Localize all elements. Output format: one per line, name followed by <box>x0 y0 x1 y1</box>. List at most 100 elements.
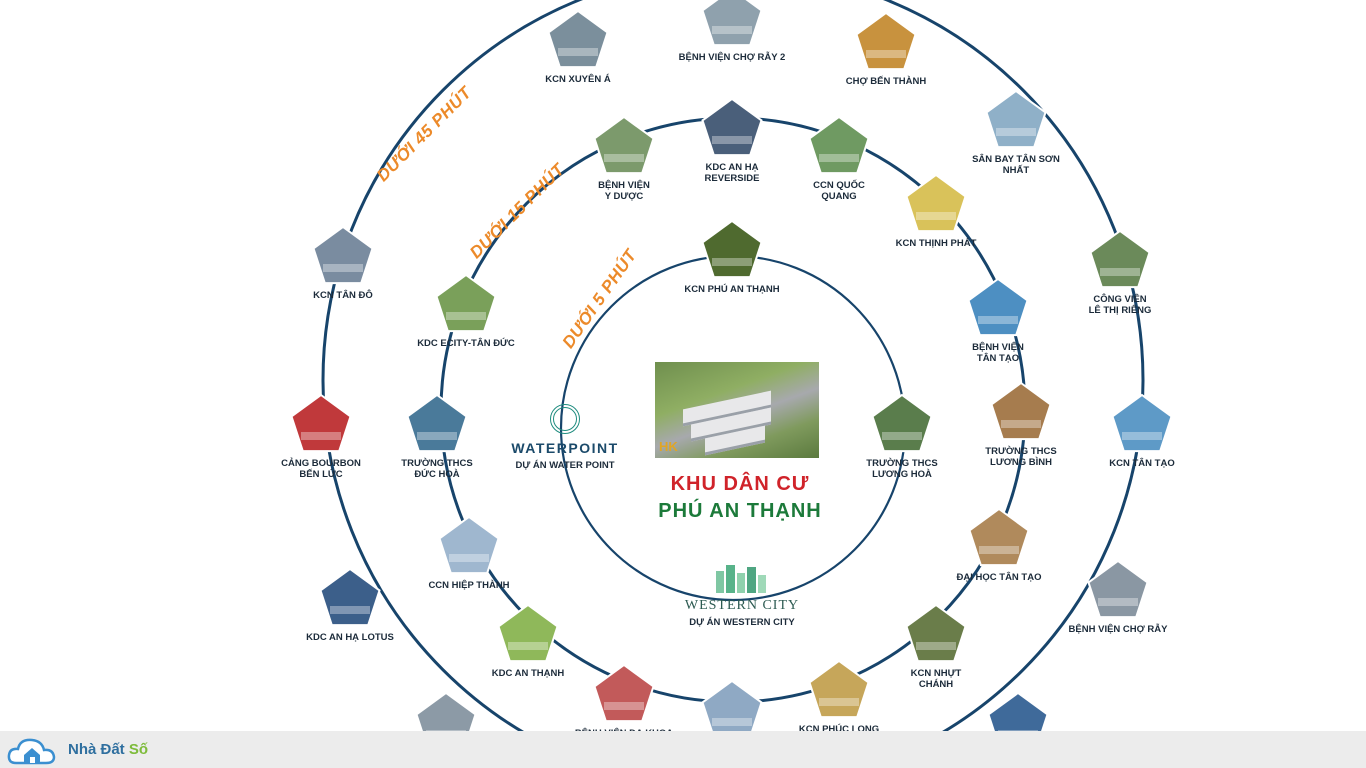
location-photo <box>1111 393 1173 453</box>
location-photo <box>808 115 870 175</box>
location-label: ĐẠI HỌC TÂN TẠO <box>957 571 1042 583</box>
outer-ring-label: DƯỚI 45 PHÚT <box>373 82 476 185</box>
location-node: KCN PHÚ AN THẠNH <box>684 219 780 295</box>
location-photo-detail <box>446 312 486 320</box>
location-label: KDC AN HẠ <box>706 162 759 173</box>
location-photo-detail <box>330 606 370 614</box>
location-photo <box>406 393 468 453</box>
footer-brand[interactable]: Nhà Đất Số <box>68 741 148 758</box>
project-title-line2: PHÚ AN THẠNH <box>658 500 822 522</box>
location-photo <box>438 515 500 575</box>
location-label: Y DƯỢC <box>605 191 644 202</box>
location-photo-detail <box>417 432 457 440</box>
location-label: TÂN TẠO <box>977 352 1019 364</box>
location-label: CCN QUỐC <box>813 179 865 191</box>
location-node: BỆNH VIỆN CHỢ RẪY 2 <box>679 0 786 63</box>
western-city-caption: DỰ ÁN WESTERN CITY <box>689 617 795 628</box>
footer-brand-accent: Số <box>128 741 149 758</box>
location-photo <box>968 507 1030 567</box>
location-label: BỆNH VIỆN CHỢ RẪY 2 <box>679 51 786 63</box>
location-label: CHỢ BẾN THÀNH <box>846 76 927 87</box>
project-title-line1: KHU DÂN CƯ <box>670 473 810 495</box>
location-photo-detail <box>301 432 341 440</box>
location-photo-detail <box>712 718 752 726</box>
location-node: KDC AN HẠ LOTUS <box>306 567 394 643</box>
footer-bar: Nhà Đất Số <box>0 731 1366 768</box>
house-cloud-logo-icon <box>7 738 56 765</box>
location-node: CHỢ BẾN THÀNH <box>846 11 927 87</box>
location-photo-detail <box>866 50 906 58</box>
location-photo-detail <box>604 154 644 162</box>
location-label: QUANG <box>821 191 856 202</box>
location-label: LƯƠNG HOÀ <box>872 469 932 480</box>
waterpoint-brand: WATERPOINT <box>511 440 619 456</box>
location-photo <box>985 89 1047 149</box>
location-label: LƯƠNG BÌNH <box>990 457 1052 468</box>
location-label: KCN NHỰT <box>911 668 962 679</box>
location-photo-detail <box>882 432 922 440</box>
waterpoint-caption: DỰ ÁN WATER POINT <box>515 460 615 471</box>
location-label: TRƯỜNG THCS <box>401 457 472 469</box>
location-node: KDC AN THẠNH <box>492 603 564 679</box>
location-photo-detail <box>1098 598 1138 606</box>
location-photo <box>497 603 559 663</box>
location-label: NHẤT <box>1003 165 1030 176</box>
location-photo <box>319 567 381 627</box>
location-photo <box>290 393 352 453</box>
middle-ring-label: DƯỚI 15 PHÚT <box>466 159 569 262</box>
location-photo <box>905 603 967 663</box>
location-node: ĐẠI HỌC TÂN TẠO <box>957 507 1042 583</box>
location-label: KDC ECITY-TÂN ĐỨC <box>417 337 515 349</box>
location-photo-detail <box>916 642 956 650</box>
location-photo-detail <box>323 264 363 272</box>
waterpoint-logo-icon <box>550 404 580 434</box>
location-label: TRƯỜNG THCS <box>985 445 1056 457</box>
footer-brand-main: Nhà Đất <box>68 741 129 758</box>
location-label: SÂN BAY TÂN SƠN <box>972 153 1060 165</box>
location-photo-detail <box>558 48 598 56</box>
location-photo-detail <box>819 154 859 162</box>
location-photo <box>1087 559 1149 619</box>
location-label: ĐỨC HOÀ <box>414 468 459 480</box>
location-photo-detail <box>978 316 1018 324</box>
location-label: CẢNG BOURBON <box>281 457 361 469</box>
location-label: REVERSIDE <box>705 173 760 184</box>
location-node: KCN THỊNH PHÁT <box>896 173 977 249</box>
location-photo <box>871 393 933 453</box>
location-photo <box>701 679 763 739</box>
location-photo <box>701 0 763 47</box>
location-photo <box>312 225 374 285</box>
location-label: LÊ THỊ RIÊNG <box>1089 304 1152 316</box>
location-label: KCN TÂN TẠO <box>1109 457 1174 469</box>
location-label: BỆNH VIỆN <box>972 341 1024 353</box>
location-photo-detail <box>712 258 752 266</box>
location-node: KCN TÂN ĐÔ <box>312 225 374 301</box>
location-label: KCN PHÚ AN THẠNH <box>684 283 779 295</box>
location-label: CCN HIỆP THÀNH <box>428 579 509 591</box>
location-photo-detail <box>1100 268 1140 276</box>
western-city-logo-icon <box>716 565 766 593</box>
location-node: BỆNH VIỆN ĐA KHOA <box>575 663 673 739</box>
location-label: CÔNG VIÊN <box>1093 293 1146 305</box>
location-label: KCN TÂN ĐÔ <box>313 289 373 301</box>
location-photo <box>435 273 497 333</box>
location-photo-detail <box>449 554 489 562</box>
location-photo-detail <box>819 698 859 706</box>
location-node: KCN PHÚC LONG <box>799 659 879 735</box>
location-photo-detail <box>712 26 752 34</box>
waterpoint-project: WATERPOINT DỰ ÁN WATER POINT <box>500 404 630 471</box>
location-photo-detail <box>508 642 548 650</box>
location-photo <box>990 381 1052 441</box>
